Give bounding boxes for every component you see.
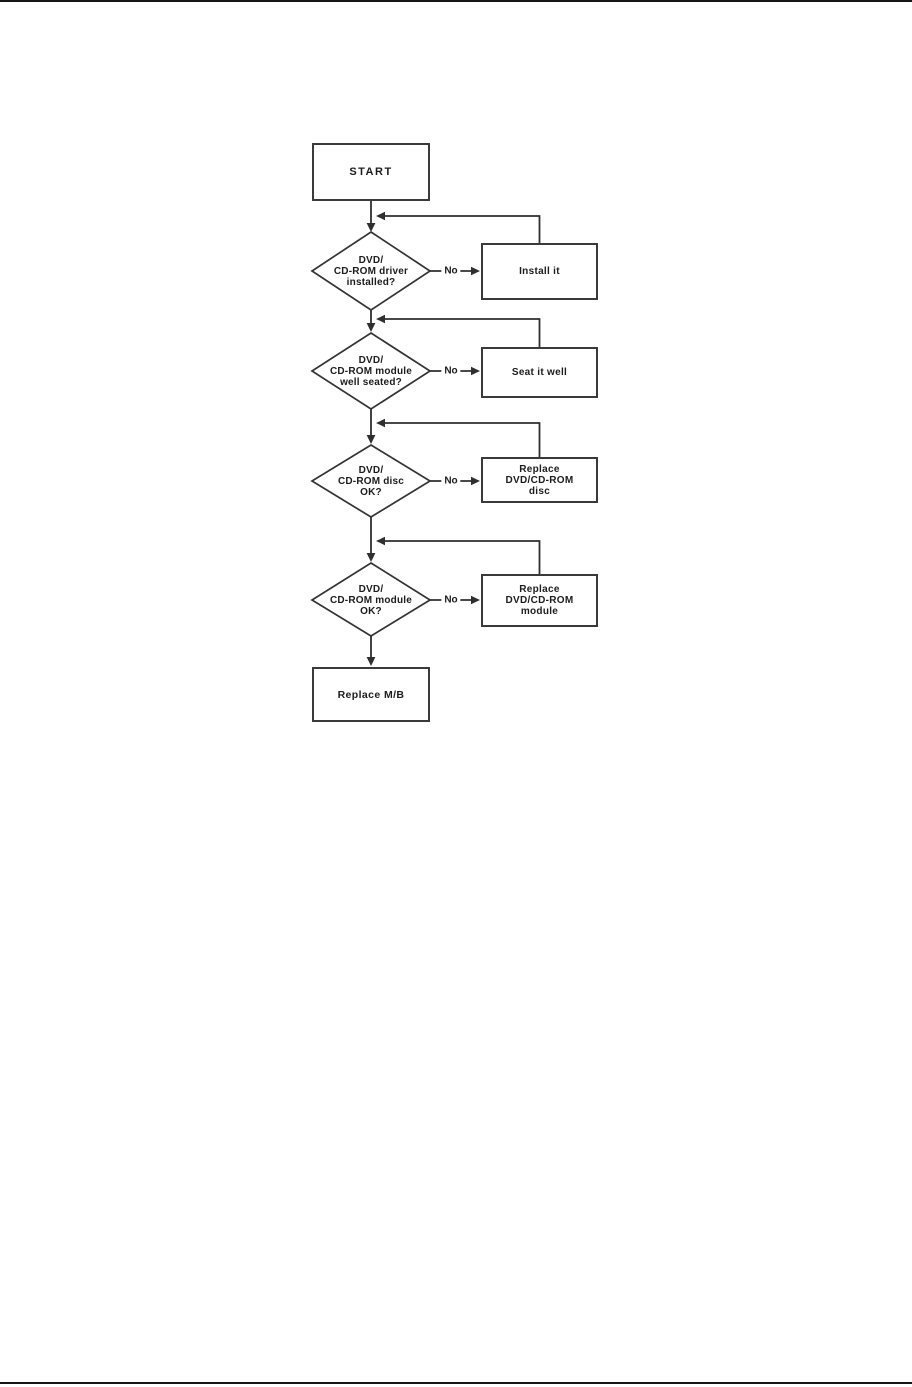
action-box-install: Install it [481, 243, 598, 300]
action-line: Replace [519, 463, 560, 475]
down-arrowhead-icon [366, 435, 376, 444]
connector-decision-4-to-end [366, 636, 376, 666]
action-box-seat: Seat it well [481, 347, 598, 398]
right-arrowhead-icon [471, 266, 480, 276]
action-label: Seat it well [511, 367, 568, 378]
decision-diamond-1 [310, 230, 432, 312]
down-arrowhead-icon [366, 553, 376, 562]
decision-diamond-4 [310, 561, 432, 637]
connector-start-to-decision-1 [366, 201, 376, 232]
action-box-replace-disc: Replace DVD/CD-ROM disc [481, 457, 598, 503]
left-arrowhead-icon [376, 211, 385, 221]
end-node: Replace M/B [312, 667, 430, 722]
end-label: Replace M/B [337, 688, 405, 701]
decision-diamond-2 [310, 331, 432, 411]
action-line: disc [528, 485, 551, 497]
action-line: DVD/CD-ROM [505, 595, 574, 606]
connector-decision-1-to-2 [366, 310, 376, 332]
connector-feedback-3 [376, 418, 541, 457]
action-label: Replace DVD/CD-ROM disc [506, 464, 574, 497]
right-arrowhead-icon [471, 366, 480, 376]
right-arrowhead-icon [471, 595, 480, 605]
left-arrowhead-icon [376, 418, 385, 428]
left-arrowhead-icon [376, 536, 385, 546]
start-label: START [349, 166, 393, 178]
page-top-rule [0, 0, 912, 2]
down-arrowhead-icon [366, 323, 376, 332]
left-arrowhead-icon [376, 314, 385, 324]
start-node: START [312, 143, 430, 201]
down-arrowhead-icon [366, 223, 376, 232]
right-arrowhead-icon [471, 476, 480, 486]
action-line: DVD/CD-ROM [505, 474, 574, 486]
action-label: Replace DVD/CD-ROM module [506, 584, 574, 617]
action-line: Replace [519, 584, 560, 595]
connector-feedback-2 [376, 314, 541, 347]
down-arrowhead-icon [366, 657, 376, 666]
no-branch-label-4: No [441, 594, 461, 606]
action-line: module [520, 606, 559, 617]
connector-decision-2-to-3 [366, 409, 376, 444]
connector-feedback-1 [376, 211, 541, 243]
action-label: Install it [519, 266, 560, 277]
action-box-replace-module: Replace DVD/CD-ROM module [481, 574, 598, 627]
decision-diamond-3 [310, 444, 432, 518]
no-branch-label-2: No [441, 365, 461, 377]
page-bottom-rule [0, 1382, 912, 1384]
connector-feedback-4 [376, 536, 541, 574]
no-branch-label-3: No [441, 475, 461, 487]
connector-decision-3-to-4 [366, 517, 376, 562]
no-branch-label-1: No [441, 265, 461, 277]
